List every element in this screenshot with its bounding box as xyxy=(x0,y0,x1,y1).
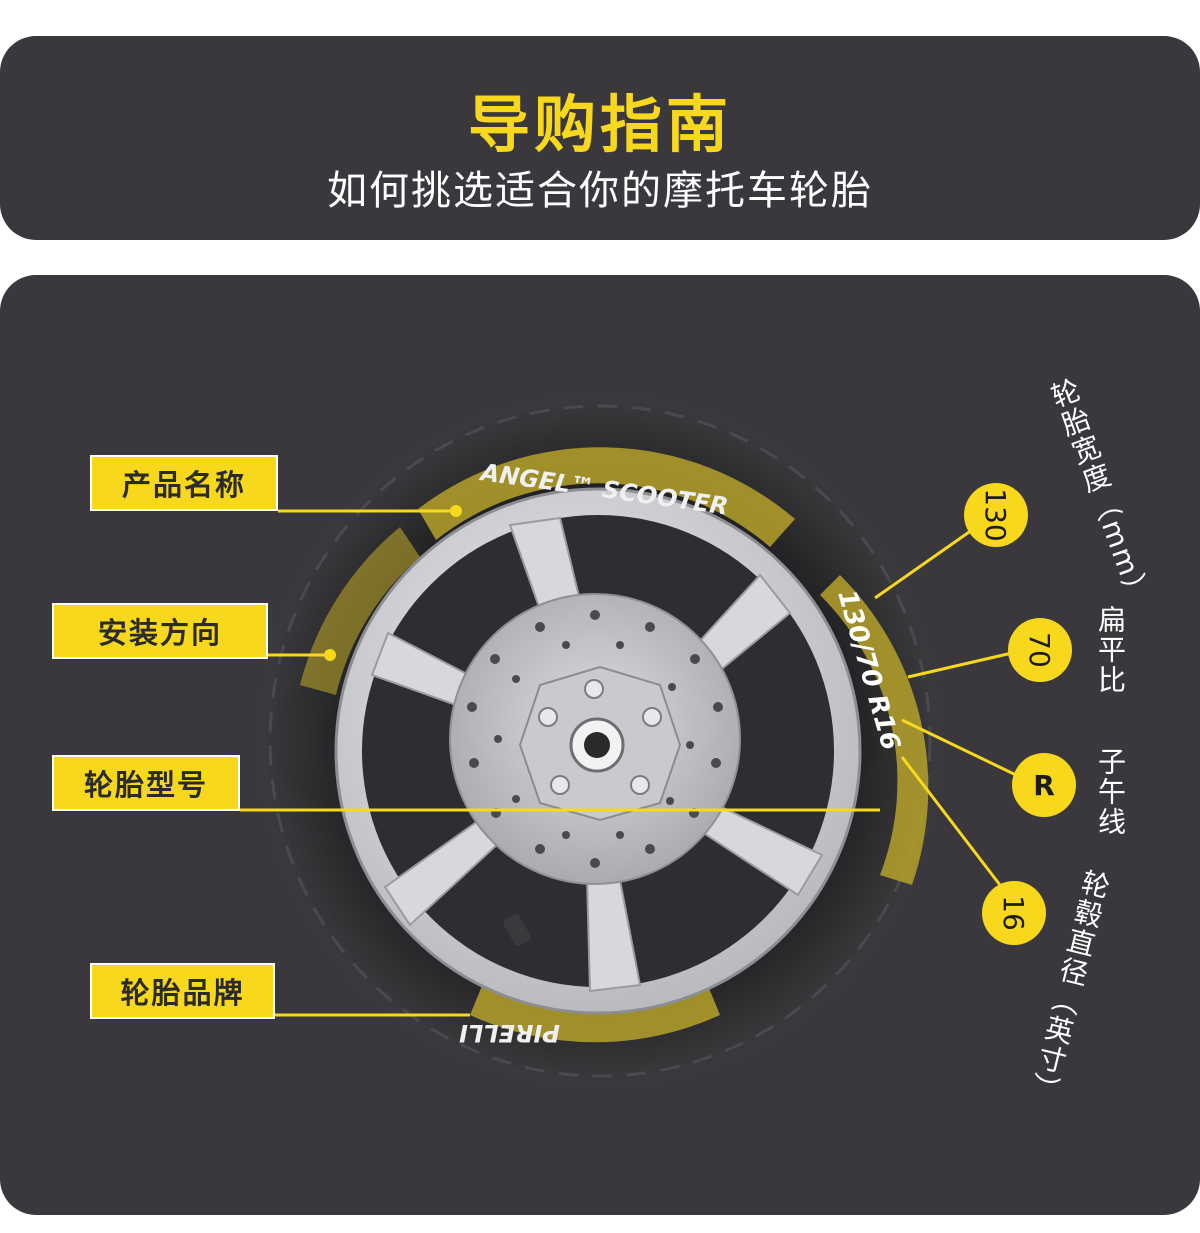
spec-badge-width: 130 xyxy=(964,483,1028,547)
callout-direction: 安装方向 xyxy=(52,603,268,659)
disc-holes xyxy=(467,610,723,868)
callout-model-label: 轮胎型号 xyxy=(83,768,208,802)
axle-hole xyxy=(584,732,610,758)
product-name-marker xyxy=(450,505,462,517)
spec-badge-aspect-ratio: 70 xyxy=(1008,618,1072,682)
spec-badge-radial: R xyxy=(1012,753,1076,817)
spec-value-aspect-ratio: 70 xyxy=(1023,632,1056,668)
page-title: 导购指南 xyxy=(467,88,732,161)
tire-tread xyxy=(268,404,932,1078)
callout-product-name: 产品名称 xyxy=(90,455,278,511)
spec-badge-rim-diameter: 16 xyxy=(982,881,1046,945)
product-name-highlight xyxy=(418,447,795,547)
size-highlight xyxy=(820,575,929,885)
direction-marker xyxy=(324,649,336,661)
hub-bolts xyxy=(538,679,662,795)
spec-value-width: 130 xyxy=(979,488,1012,541)
tire-illustration: ANGEL™ SCOOTER 130/70 R16 PIRELLI 130 70… xyxy=(240,396,1076,1086)
spec-label-radial: 子午线 xyxy=(1094,747,1127,837)
header-card: 导购指南 如何挑选适合你的摩托车轮胎 xyxy=(0,36,1200,240)
spec-label-aspect-ratio: 扁平比 xyxy=(1094,605,1127,695)
tire-diagram-card: ANGEL™ SCOOTER 130/70 R16 PIRELLI 130 70… xyxy=(0,275,1200,1215)
sidewall-brand-text: PIRELLI xyxy=(459,1019,560,1047)
callout-model: 轮胎型号 xyxy=(52,755,240,811)
leader-lines xyxy=(240,509,1017,1017)
spec-value-rim-diameter: 16 xyxy=(997,895,1030,931)
spec-value-radial: R xyxy=(1033,769,1055,802)
callout-brand-label: 轮胎品牌 xyxy=(120,976,245,1010)
callout-brand: 轮胎品牌 xyxy=(90,963,275,1019)
page-subtitle: 如何挑选适合你的摩托车轮胎 xyxy=(327,168,873,214)
valve-stem xyxy=(503,913,531,947)
callout-product-name-label: 产品名称 xyxy=(121,468,246,502)
callout-direction-label: 安装方向 xyxy=(97,616,222,650)
